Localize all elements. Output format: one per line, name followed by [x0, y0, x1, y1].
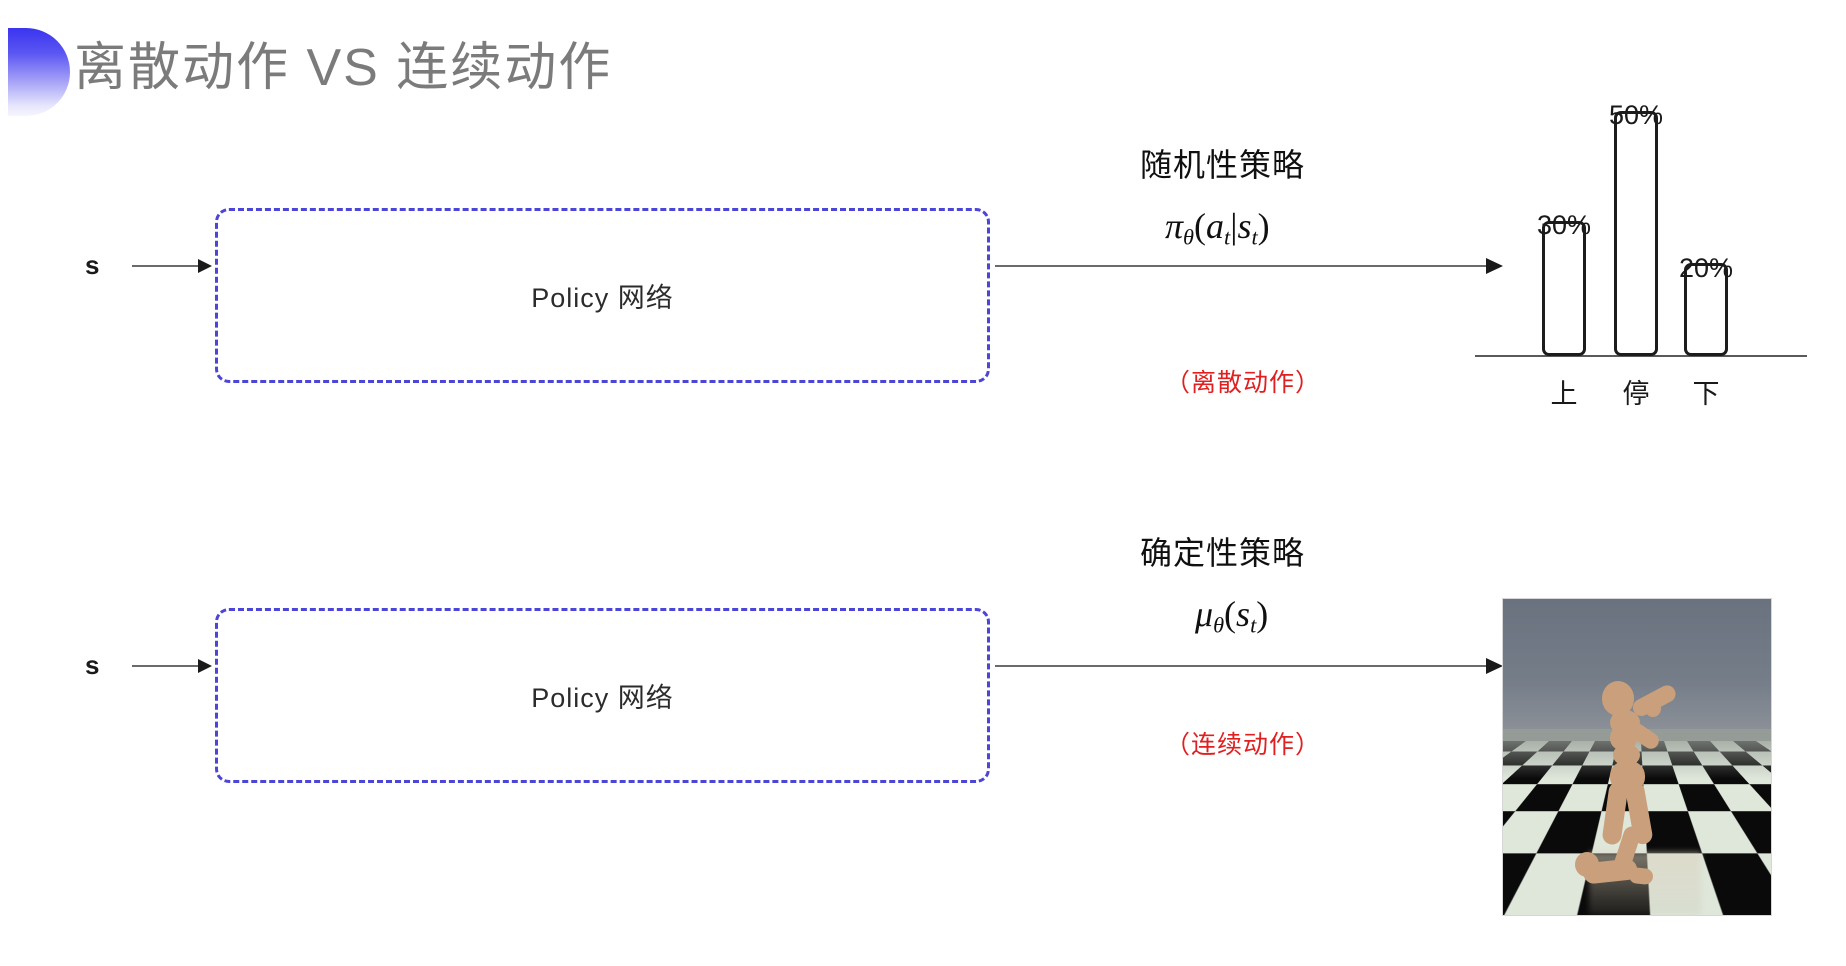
formula-open-paren: ( [1194, 206, 1207, 246]
discrete-output-arrow-icon [995, 258, 1503, 274]
formula-close-paren: ) [1257, 206, 1270, 246]
discrete-action-note: （离散动作） [1165, 369, 1322, 397]
formula2-s: s [1236, 594, 1251, 634]
continuous-output-arrow-icon [995, 658, 1503, 674]
bar-stop [1614, 111, 1658, 356]
formula-s-sub: t [1251, 224, 1258, 250]
formula-bar: | [1230, 206, 1238, 246]
continuous-action-note: （连续动作） [1165, 731, 1322, 759]
bar-down [1684, 263, 1728, 356]
discrete-input-label: s [85, 250, 100, 280]
humanoid-back-foot [1575, 851, 1600, 878]
stochastic-policy-title: 随机性策略 [1140, 147, 1306, 183]
bar-value-down: 20% [1678, 253, 1734, 283]
continuous-input-arrow-icon [132, 659, 212, 673]
continuous-policy-box-label: Policy 网络 [531, 683, 674, 713]
bar-category-up: 上 [1550, 379, 1578, 409]
discrete-input-arrow-icon [132, 259, 212, 273]
sim-humanoid-figure [1503, 599, 1771, 915]
formula-pi: π [1165, 206, 1184, 246]
formula-mu-sub: θ [1213, 612, 1225, 638]
action-probability-bar-chart: 30% 上 50% 停 20% 下 [1470, 95, 1810, 445]
continuous-policy-box[interactable]: Policy 网络 [215, 608, 990, 783]
formula-a: a [1206, 206, 1225, 246]
bar-category-down: 下 [1692, 379, 1720, 409]
bar-value-up: 30% [1536, 210, 1592, 240]
slide-bottom-edge [0, 956, 1846, 966]
discrete-action-row: s Policy 网络 随机性策略 πθ(at|st) （离散动作） 30% 上… [85, 95, 1810, 445]
formula2-open-paren: ( [1224, 594, 1237, 634]
bar-category-stop: 停 [1622, 379, 1650, 409]
deterministic-policy-title: 确定性策略 [1140, 535, 1306, 571]
continuous-input-label: s [85, 650, 100, 680]
bar-value-stop: 50% [1608, 100, 1664, 130]
formula-s: s [1237, 206, 1252, 246]
discrete-policy-box-label: Policy 网络 [531, 283, 674, 313]
humanoid-fist [1645, 700, 1662, 718]
stochastic-policy-formula: πθ(at|st) [1165, 205, 1270, 251]
chart-axis-line [1475, 355, 1807, 357]
humanoid-simulation-image [1502, 598, 1772, 916]
page-title: 离散动作 VS 连续动作 [74, 39, 613, 97]
formula-a-sub: t [1224, 224, 1231, 250]
formula2-close-paren: ) [1256, 594, 1269, 634]
discrete-policy-box[interactable]: Policy 网络 [215, 208, 990, 383]
humanoid-front-foot [1628, 866, 1654, 885]
bar-up [1542, 221, 1586, 356]
continuous-action-row: s Policy 网络 确定性策略 μθ(st) （连续动作） [0, 480, 1846, 966]
formula2-s-sub: t [1250, 612, 1257, 638]
deterministic-policy-formula: μθ(st) [1195, 593, 1268, 639]
formula-pi-sub: θ [1183, 224, 1195, 250]
formula-mu: μ [1195, 594, 1214, 634]
